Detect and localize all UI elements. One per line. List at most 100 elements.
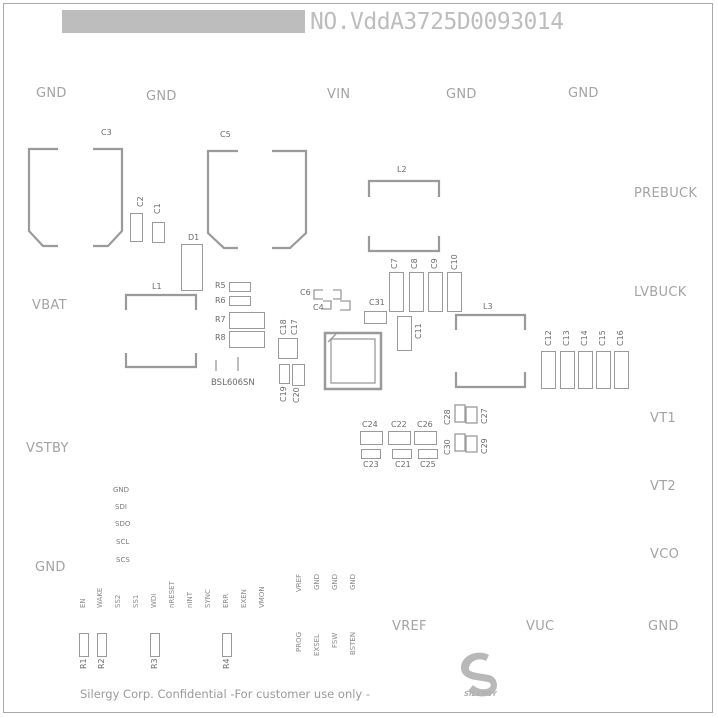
c21-pad bbox=[392, 449, 412, 459]
ref-r1: R1 bbox=[79, 658, 88, 669]
c6-pad bbox=[313, 289, 323, 300]
net-label-vbat: VBAT bbox=[32, 298, 67, 313]
prog-pin-label: FSW bbox=[331, 632, 339, 648]
control-pin-label: SS2 bbox=[114, 594, 122, 608]
ref-c13: C13 bbox=[562, 330, 571, 346]
c7-pad bbox=[389, 272, 404, 312]
ref-c27: C27 bbox=[480, 408, 489, 424]
ref-r6: R6 bbox=[215, 296, 226, 305]
net-label-vstby: VSTBY bbox=[26, 441, 69, 456]
ref-c22: C22 bbox=[391, 420, 407, 429]
net-label-gnd: GND bbox=[35, 560, 66, 575]
l3-outline-top bbox=[454, 313, 527, 330]
c31-pad bbox=[364, 311, 387, 324]
c19-pad bbox=[279, 364, 290, 384]
control-pin-label: EXEN bbox=[240, 589, 248, 608]
ref-pin-label: GND bbox=[313, 573, 321, 590]
ref-c4: C4 bbox=[313, 303, 324, 312]
c29-pad bbox=[465, 435, 478, 453]
ref-c29: C29 bbox=[480, 438, 489, 454]
net-label-gnd: GND bbox=[36, 86, 67, 101]
ref-r2: R2 bbox=[97, 658, 106, 669]
c28-pad bbox=[454, 404, 466, 423]
ref-c28: C28 bbox=[443, 409, 452, 425]
c18-c17-pad bbox=[278, 338, 298, 359]
r5-pad bbox=[229, 282, 251, 292]
ref-c15: C15 bbox=[598, 330, 607, 346]
l2-outline-top bbox=[367, 179, 441, 197]
net-label-prebuck: PREBUCK bbox=[634, 186, 698, 201]
c22-pad bbox=[388, 431, 411, 445]
ref-c1: C1 bbox=[153, 203, 162, 214]
ref-r3: R3 bbox=[150, 658, 159, 669]
ref-pin-label: VREF bbox=[295, 573, 303, 592]
c11-pad bbox=[397, 316, 412, 351]
l2-outline-bottom bbox=[367, 236, 441, 253]
confidential-footer: Silergy Corp. Confidential -For customer… bbox=[80, 687, 371, 701]
net-label-gnd: GND bbox=[648, 619, 679, 634]
control-pin-label: ERR bbox=[222, 593, 230, 608]
ref-c21: C21 bbox=[395, 460, 411, 469]
ref-c25: C25 bbox=[420, 460, 436, 469]
c4-pad bbox=[323, 300, 332, 310]
ref-c18: C18 bbox=[279, 319, 288, 335]
ref-c31: C31 bbox=[369, 298, 385, 307]
silergy-logo-mark bbox=[461, 652, 498, 697]
ref-c2: C2 bbox=[136, 196, 145, 207]
r2-pad bbox=[97, 633, 107, 657]
c27-pad bbox=[465, 406, 478, 424]
control-pin-label: WAKE bbox=[96, 587, 104, 608]
c5-outline-left bbox=[206, 149, 238, 250]
control-pin-label: WDI bbox=[150, 593, 158, 608]
ic-pin1-mark bbox=[327, 333, 337, 343]
c9-pad bbox=[428, 272, 443, 312]
ref-pin-label: GND bbox=[331, 573, 339, 590]
redacted-title-bar bbox=[62, 10, 305, 33]
ref-c20: C20 bbox=[292, 387, 301, 403]
ref-c17: C17 bbox=[290, 319, 299, 335]
c14-pad bbox=[578, 351, 593, 389]
c12-pad bbox=[541, 351, 556, 389]
d1-pad bbox=[181, 244, 203, 291]
c25-pad bbox=[418, 449, 438, 459]
c10-pad bbox=[447, 272, 462, 312]
spi-pin-label: GND bbox=[113, 486, 130, 494]
c13-pad bbox=[560, 351, 575, 389]
c15-pad bbox=[596, 351, 611, 389]
ref-c14: C14 bbox=[580, 330, 589, 346]
net-label-gnd: GND bbox=[446, 87, 477, 102]
board-number: NO.VddA3725D0093014 bbox=[310, 9, 564, 35]
ref-pin-label: GND bbox=[349, 573, 357, 590]
c2-pad bbox=[130, 213, 143, 242]
ref-c23: C23 bbox=[363, 460, 379, 469]
r4-pad bbox=[222, 633, 232, 657]
l1-outline-bottom bbox=[124, 353, 198, 369]
ref-r8: R8 bbox=[215, 333, 226, 342]
spi-pin-label: SDI bbox=[115, 503, 127, 511]
ref-c11: C11 bbox=[414, 323, 423, 339]
control-pin-label: nRESET bbox=[168, 581, 176, 608]
c4-pad bbox=[340, 300, 351, 311]
ref-c9: C9 bbox=[430, 258, 439, 269]
ref-c10: C10 bbox=[450, 254, 459, 270]
c23-pad bbox=[361, 449, 381, 459]
ref-c8: C8 bbox=[410, 258, 419, 269]
ref-l1: L1 bbox=[152, 282, 162, 291]
ref-l3: L3 bbox=[483, 302, 493, 311]
net-label-vt1: VT1 bbox=[650, 411, 677, 426]
r1-pad bbox=[79, 633, 89, 657]
r3-pad bbox=[150, 633, 160, 657]
ref-c12: C12 bbox=[544, 330, 553, 346]
c30-pad bbox=[454, 433, 466, 452]
c3-outline-right bbox=[93, 147, 124, 248]
ref-l2: L2 bbox=[397, 165, 407, 174]
net-label-vuc: VUC bbox=[526, 619, 555, 634]
net-label-vin: VIN bbox=[327, 87, 351, 102]
ref-c30: C30 bbox=[443, 439, 452, 455]
ic-package-outer bbox=[323, 331, 383, 391]
c16-pad bbox=[614, 351, 629, 389]
ref-r5: R5 bbox=[215, 281, 226, 290]
net-label-lvbuck: LVBUCK bbox=[634, 285, 687, 300]
ref-d1: D1 bbox=[188, 233, 200, 242]
silergy-logo-text: SILERGY bbox=[464, 690, 497, 698]
